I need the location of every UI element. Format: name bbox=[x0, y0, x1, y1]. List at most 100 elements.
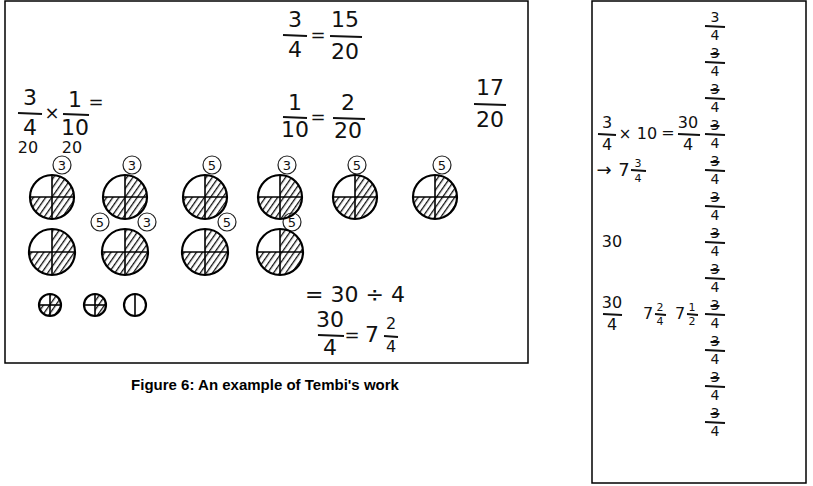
handwritten-text: × bbox=[619, 127, 632, 142]
handwritten-text: = bbox=[310, 108, 325, 126]
circle-outline bbox=[124, 294, 146, 316]
circle-outline bbox=[258, 175, 302, 219]
circle-divider bbox=[183, 196, 227, 198]
fraction-bar bbox=[705, 62, 725, 63]
circle-outline bbox=[102, 229, 148, 275]
handwritten-text: 3 bbox=[711, 298, 720, 312]
handwritten-text: 10 bbox=[61, 117, 89, 139]
right-frame bbox=[592, 1, 806, 483]
fraction-circle bbox=[183, 175, 227, 219]
fraction-bar bbox=[631, 170, 646, 171]
circle-outline bbox=[103, 175, 147, 219]
handwritten-text: 4 bbox=[683, 137, 693, 153]
fraction-bar bbox=[283, 35, 307, 36]
handwritten-text: 1 bbox=[689, 302, 696, 313]
handwritten-text: 20 bbox=[18, 140, 38, 156]
handwritten-text: 7 bbox=[365, 324, 379, 346]
handwritten-text: 20 bbox=[476, 109, 504, 131]
handwritten-text: = bbox=[88, 93, 103, 111]
handwritten-text: 2 bbox=[689, 316, 696, 327]
fraction-circle bbox=[84, 294, 106, 316]
handwritten-text: 4 bbox=[711, 136, 720, 150]
fraction-bar bbox=[18, 113, 42, 114]
handwritten-text: 7 bbox=[675, 306, 685, 322]
handwritten-text: 5 bbox=[223, 216, 231, 229]
fraction-bar bbox=[705, 206, 725, 207]
handwritten-text: 3 bbox=[711, 118, 720, 132]
fraction-bar bbox=[474, 104, 506, 105]
circle-outline bbox=[333, 175, 377, 219]
fraction-bar bbox=[705, 422, 725, 423]
handwritten-text: 3 bbox=[711, 10, 720, 24]
handwritten-text: 20 bbox=[331, 41, 359, 63]
handwritten-text: 3 bbox=[711, 82, 720, 96]
fraction-bar bbox=[318, 335, 344, 336]
fraction-circle bbox=[39, 294, 61, 316]
handwritten-text: 20 bbox=[334, 120, 362, 142]
count-ring bbox=[218, 213, 236, 231]
handwritten-text: 3 bbox=[711, 406, 720, 420]
handwritten-text: 3 bbox=[602, 115, 612, 131]
fraction-bar bbox=[705, 242, 725, 243]
circle-outline bbox=[29, 229, 75, 275]
fraction-circle bbox=[102, 229, 148, 275]
handwritten-text: 3 bbox=[711, 46, 720, 60]
fraction-bar bbox=[705, 386, 725, 387]
handwritten-text: → bbox=[596, 161, 611, 179]
handwritten-text: 20 bbox=[62, 140, 82, 156]
handwritten-text: 3 bbox=[283, 159, 291, 172]
handwritten-text: 3 bbox=[58, 159, 66, 172]
circle-outline bbox=[413, 175, 457, 219]
circle-divider bbox=[257, 251, 303, 253]
handwritten-text: 4 bbox=[711, 388, 720, 402]
handwritten-text: 3 bbox=[128, 159, 136, 172]
handwritten-text: 4 bbox=[711, 244, 720, 258]
handwritten-text: 4 bbox=[711, 316, 720, 330]
fraction-bar bbox=[333, 118, 365, 119]
handwritten-text: 3 bbox=[711, 370, 720, 384]
circle-outline bbox=[182, 229, 228, 275]
circle-divider bbox=[102, 251, 148, 253]
handwritten-text: 4 bbox=[602, 137, 612, 153]
fraction-bar bbox=[678, 134, 700, 135]
handwritten-text: 4 bbox=[711, 100, 720, 114]
count-ring bbox=[123, 156, 141, 174]
handwritten-text: 4 bbox=[711, 208, 720, 222]
handwritten-text: 4 bbox=[711, 352, 720, 366]
fraction-circle bbox=[30, 175, 74, 219]
handwritten-text: 17 bbox=[476, 77, 504, 99]
handwritten-text: 7 bbox=[643, 306, 653, 322]
handwritten-text: = bbox=[344, 326, 359, 344]
handwritten-text: 10 bbox=[637, 126, 657, 142]
handwritten-text: 3 bbox=[143, 216, 151, 229]
fraction-circle bbox=[103, 175, 147, 219]
handwritten-text: 3 bbox=[711, 154, 720, 168]
circle-divider bbox=[134, 294, 136, 316]
figure-caption: Figure 6: An example of Tembi's work bbox=[131, 376, 399, 394]
handwritten-text: 4 bbox=[386, 339, 396, 355]
fraction-bar bbox=[705, 170, 725, 171]
count-ring bbox=[433, 156, 451, 174]
handwritten-text: = bbox=[661, 125, 674, 141]
handwritten-text: 3 bbox=[711, 226, 720, 240]
fraction-bar bbox=[283, 117, 307, 118]
count-ring bbox=[53, 156, 71, 174]
fraction-circle bbox=[124, 294, 146, 316]
fraction-bar bbox=[330, 36, 362, 37]
handwritten-text: 15 bbox=[331, 9, 359, 31]
handwritten-text: 3 bbox=[23, 87, 37, 109]
handwritten-text: 30 bbox=[678, 115, 698, 131]
handwritten-text: 4 bbox=[657, 316, 664, 327]
fraction-bar bbox=[705, 278, 725, 279]
circle-outline bbox=[84, 294, 106, 316]
fraction-bar bbox=[705, 26, 725, 27]
circle-divider bbox=[182, 251, 228, 253]
handwritten-text: 4 bbox=[711, 280, 720, 294]
count-ring bbox=[203, 156, 221, 174]
fraction-bar bbox=[705, 98, 725, 99]
handwritten-text: 3 bbox=[288, 9, 302, 31]
fraction-bar bbox=[705, 314, 725, 315]
fraction-bar bbox=[63, 114, 89, 115]
